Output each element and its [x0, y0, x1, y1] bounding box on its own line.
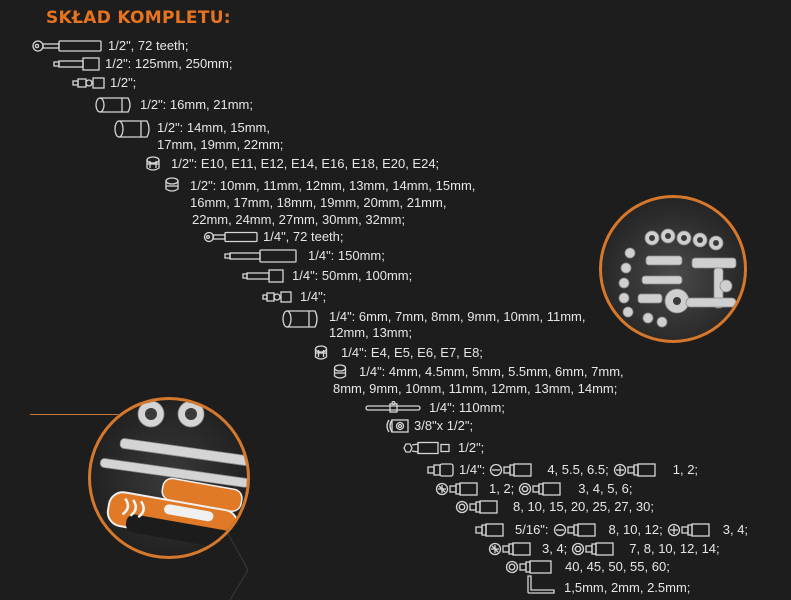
- item-row: 1/2": 14mm, 15mm, 17mm, 19mm, 22mm;: [113, 120, 283, 153]
- item-row: 1/4": E4, E5, E6, E7, E8;: [314, 345, 483, 361]
- bits-quarter-row-2: 1, 2; 3, 4, 5, 6;: [435, 481, 633, 497]
- hex-bit-icon: [519, 482, 561, 496]
- torx-socket-icon: [314, 345, 328, 360]
- hex-key-icon: [527, 575, 555, 594]
- phillips-bit-icon: [613, 463, 656, 477]
- hex-keys-row: 1,5mm, 2mm, 2.5mm;: [526, 574, 690, 596]
- deep-socket-icon: [282, 310, 318, 328]
- item-row: 1/4": 50mm, 100mm;: [242, 268, 412, 284]
- item-row: 1/2": E10, E11, E12, E14, E16, E18, E20,…: [145, 156, 439, 172]
- extension-bar-icon: [53, 57, 100, 71]
- torx-socket-icon: [146, 156, 160, 171]
- extension-bar-icon: [242, 269, 284, 283]
- socket-icon: [333, 364, 347, 379]
- phillips-bit-icon: [667, 523, 710, 537]
- flat-bit-icon: [490, 463, 532, 477]
- torx-bit-icon: [455, 500, 498, 514]
- torx-bit-icon: [505, 560, 552, 574]
- bit-holder-icon: [475, 523, 504, 537]
- screwdriver-illustration: [99, 400, 247, 549]
- page-title: SKŁAD KOMPLETU:: [46, 8, 231, 28]
- deep-socket-icon: [114, 120, 150, 138]
- bits-5-16-row-3: 40, 45, 50, 55, 60;: [505, 559, 670, 575]
- adapter-icon: [386, 419, 409, 433]
- bits-quarter-row-1: 1/4": 4, 5.5, 6.5; 1, 2;: [427, 462, 698, 478]
- item-row: 1/4": 4mm, 4.5mm, 5mm, 5.5mm, 6mm, 7mm, …: [333, 364, 624, 396]
- item-row: 1/4": 110mm;: [365, 400, 505, 416]
- item-row: 3/8"x 1/2";: [384, 418, 473, 434]
- pozidriv-bit-icon: [488, 542, 531, 556]
- item-row: 1/4": 150mm;: [224, 248, 385, 264]
- toolset-case-photo: [599, 195, 747, 343]
- universal-joint-icon: [72, 77, 105, 89]
- connector-line: [30, 414, 118, 415]
- hex-bit-icon: [572, 542, 614, 556]
- socket-set-illustration: [618, 228, 737, 328]
- item-row: 1/2", 72 teeth;: [30, 38, 189, 54]
- flat-bit-icon: [553, 523, 596, 537]
- socket-icon: [165, 177, 179, 192]
- bit-holder-icon: [427, 463, 454, 477]
- item-row: 1/2": 10mm, 11mm, 12mm, 13mm, 14mm, 15mm…: [164, 177, 475, 228]
- t-handle-icon: [365, 401, 421, 413]
- item-row: 1/2": 16mm, 21mm;: [94, 96, 253, 114]
- deep-socket-icon: [95, 97, 131, 113]
- bit-adapter-icon: [403, 441, 450, 455]
- ratchet-icon: [32, 40, 102, 52]
- item-row: 1/2": 125mm, 250mm;: [53, 56, 232, 72]
- screwdriver-handle-photo: [88, 397, 250, 559]
- connector-line-diagonal: [225, 530, 249, 600]
- pozidriv-bit-icon: [435, 482, 478, 496]
- bits-5-16-row-2: 3, 4; 7, 8, 10, 12, 14;: [488, 541, 720, 557]
- bits-quarter-row-3: 8, 10, 15, 20, 25, 27, 30;: [455, 499, 654, 515]
- item-row: 1/2";: [72, 75, 136, 91]
- item-row: 1/2";: [402, 440, 484, 456]
- bits-5-16-row-1: 5/16": 8, 10, 12; 3, 4;: [475, 522, 748, 538]
- ratchet-icon: [203, 231, 258, 243]
- item-row: 1/4", 72 teeth;: [203, 229, 344, 245]
- extension-bar-icon: [224, 249, 297, 263]
- item-row: 1/4": 6mm, 7mm, 8mm, 9mm, 10mm, 11mm, 12…: [281, 309, 585, 341]
- universal-joint-icon: [262, 291, 292, 303]
- item-row: 1/4";: [262, 289, 326, 305]
